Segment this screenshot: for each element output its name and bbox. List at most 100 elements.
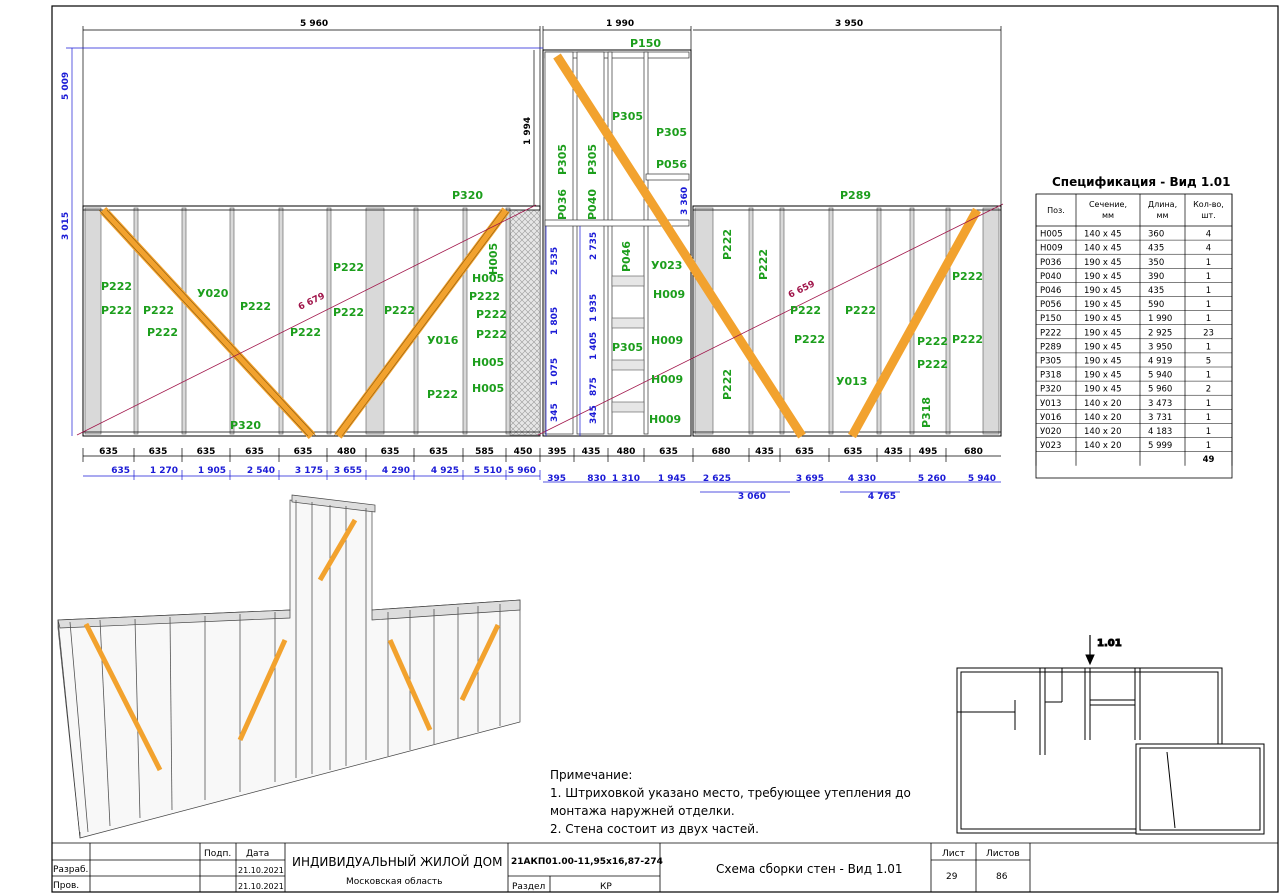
- spec-cell: 190 х 45: [1084, 314, 1121, 324]
- svg-text:Р222: Р222: [476, 308, 507, 321]
- svg-text:У020: У020: [197, 287, 229, 300]
- svg-text:Р222: Р222: [952, 333, 983, 346]
- svg-text:Подп.: Подп.: [204, 849, 231, 859]
- spec-cell: Р222: [1040, 328, 1061, 338]
- svg-text:Н009: Н009: [651, 334, 683, 347]
- spec-cell: 140 х 20: [1084, 413, 1121, 423]
- svg-text:КР: КР: [600, 882, 612, 892]
- svg-text:Р222: Р222: [917, 335, 948, 348]
- dim-top-3: 3 950: [835, 19, 863, 29]
- svg-text:Н009: Н009: [653, 288, 685, 301]
- spec-cell: 1: [1206, 371, 1211, 381]
- spec-cell: 4: [1206, 244, 1211, 254]
- bottom-spacing-label: 395: [548, 447, 567, 457]
- spec-cell: 1: [1206, 300, 1211, 310]
- spec-cell: 190 х 45: [1084, 258, 1121, 268]
- svg-text:Р305: Р305: [612, 341, 643, 354]
- bottom-spacing-label: 635: [149, 447, 168, 457]
- cumulative-right-label: 4 765: [868, 492, 896, 502]
- dim-top-2: 1 990: [606, 19, 634, 29]
- svg-text:86: 86: [996, 872, 1008, 882]
- spec-table: Спецификация - Вид 1.01 Поз.Сечение,ммДл…: [1035, 175, 1233, 479]
- dim-left-low: 3 015: [61, 212, 71, 240]
- cumulative-right-label: 3 060: [738, 492, 766, 502]
- svg-text:Р222: Р222: [469, 290, 500, 303]
- middle-vertical-dims: 2 535 1 805 1 075 345 2 735 1 935 1 405 …: [545, 226, 599, 436]
- bottom-spacing-label: 635: [429, 447, 448, 457]
- bottom-spacing-label: 635: [659, 447, 678, 457]
- insulation-hatch-area: [509, 209, 541, 436]
- svg-text:Р318: Р318: [920, 397, 933, 428]
- notes: Примечание: 1. Штриховкой указано место,…: [550, 768, 911, 836]
- spec-cell: 3 731: [1148, 413, 1172, 423]
- spec-cell: 190 х 45: [1084, 300, 1121, 310]
- cumulative-right-label: 5 940: [968, 474, 996, 484]
- dim-top-1: 5 960: [300, 19, 328, 29]
- svg-text:Р222: Р222: [721, 229, 734, 260]
- svg-text:Р222: Р222: [147, 326, 178, 339]
- wall-elevation: 6 679 6 659 5 960 1 990 3 950 5 009 3 01…: [61, 19, 1004, 502]
- svg-text:1 935: 1 935: [589, 294, 599, 322]
- cumulative-left-label: 5 510: [474, 466, 502, 476]
- cumulative-right-label: 395: [547, 474, 566, 484]
- left-studs: [84, 207, 511, 435]
- title-block-text: Подп. Дата Разраб. Пров. 21.10.2021 21.1…: [53, 849, 1020, 892]
- spec-cell: Р040: [1040, 272, 1061, 282]
- svg-text:Р222: Р222: [101, 304, 132, 317]
- left-wall-outline: [82, 205, 541, 437]
- spec-cell: Р289: [1040, 342, 1061, 352]
- bottom-spacing-label: 450: [514, 447, 533, 457]
- spec-cell: 1: [1206, 427, 1211, 437]
- svg-text:Дата: Дата: [246, 849, 269, 859]
- view-marker: 1.01: [1097, 638, 1122, 649]
- svg-text:Р222: Р222: [794, 333, 825, 346]
- bottom-spacing-label: 635: [844, 447, 863, 457]
- spec-cell: Р036: [1040, 258, 1061, 268]
- spec-cell: 2: [1206, 385, 1211, 395]
- svg-text:Р222: Р222: [384, 304, 415, 317]
- spec-cell: 1: [1206, 413, 1211, 423]
- note-line2: монтажа наружней отделки.: [550, 804, 735, 818]
- spec-cell: 5: [1206, 357, 1211, 367]
- spec-cell: 190 х 45: [1084, 371, 1121, 381]
- braces: [99, 53, 981, 440]
- svg-text:Р222: Р222: [333, 261, 364, 274]
- bottom-spacing-label: 635: [795, 447, 814, 457]
- svg-text:345: 345: [550, 403, 560, 422]
- svg-text:1 405: 1 405: [589, 332, 599, 360]
- svg-text:21.10.2021: 21.10.2021: [238, 882, 284, 891]
- spec-cell: 190 х 45: [1084, 385, 1121, 395]
- svg-text:У013: У013: [836, 375, 867, 388]
- svg-text:Р305: Р305: [586, 144, 599, 175]
- spec-cell: Р320: [1040, 385, 1061, 395]
- spec-cell: Н009: [1040, 244, 1063, 254]
- svg-text:Р320: Р320: [452, 189, 483, 202]
- spec-cell: 1 990: [1148, 314, 1172, 324]
- cumulative-right-label: 830: [587, 474, 606, 484]
- cumulative-left-label: 5 960: [508, 466, 536, 476]
- spec-cell: Р046: [1040, 286, 1061, 296]
- spec-cell: 590: [1148, 300, 1164, 310]
- spec-cell: 1: [1206, 272, 1211, 282]
- bottom-spacing-label: 435: [582, 447, 601, 457]
- spec-cell: Р150: [1040, 314, 1061, 324]
- svg-text:Р222: Р222: [476, 328, 507, 341]
- bottom-spacing-label: 635: [197, 447, 216, 457]
- spec-title: Спецификация - Вид 1.01: [1052, 175, 1230, 189]
- svg-text:875: 875: [589, 377, 599, 396]
- spec-cell: 140 х 20: [1084, 441, 1121, 451]
- svg-text:2 735: 2 735: [589, 232, 599, 260]
- spec-cell: У023: [1040, 441, 1061, 451]
- spec-cell: Р318: [1040, 371, 1061, 381]
- bottom-spacing-label: 635: [381, 447, 400, 457]
- svg-text:Р036: Р036: [556, 189, 569, 220]
- cumulative-left-label: 3 655: [334, 466, 362, 476]
- svg-text:Р222: Р222: [427, 388, 458, 401]
- spec-cell: 140 х 45: [1084, 244, 1121, 254]
- spec-cell: 1: [1206, 314, 1211, 324]
- wall-3d-view: [57, 494, 521, 839]
- svg-text:Р222: Р222: [101, 280, 132, 293]
- spec-cell: 1: [1206, 399, 1211, 409]
- bottom-spacing-label: 635: [294, 447, 313, 457]
